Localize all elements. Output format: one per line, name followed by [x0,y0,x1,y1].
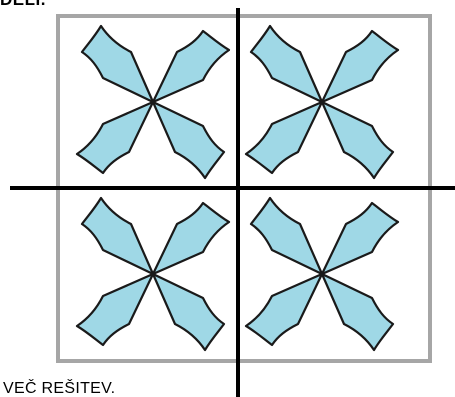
petal-upper-left [251,198,322,274]
petal-upper-left [82,26,153,102]
petal-lower-right [153,102,224,178]
petal-lower-right [153,274,224,350]
petal-upper-left [82,198,153,274]
x-motif-bottom-right [246,198,398,350]
petal-lower-right [322,274,393,350]
petal-upper-right [322,31,398,102]
petal-lower-left [246,102,322,173]
x-motif-top-right [246,26,398,178]
petal-upper-right [153,203,229,274]
petal-lower-right [322,102,393,178]
petal-lower-left [77,102,153,173]
petal-upper-left [251,26,322,102]
x-motif-bottom-left [77,198,229,350]
petal-lower-left [246,274,322,345]
bottom-partial-text: VEČ REŠITEV. [3,381,115,397]
petal-upper-right [322,203,398,274]
x-motif-top-left [77,26,229,178]
petal-upper-right [153,31,229,102]
petal-lower-left [77,274,153,345]
